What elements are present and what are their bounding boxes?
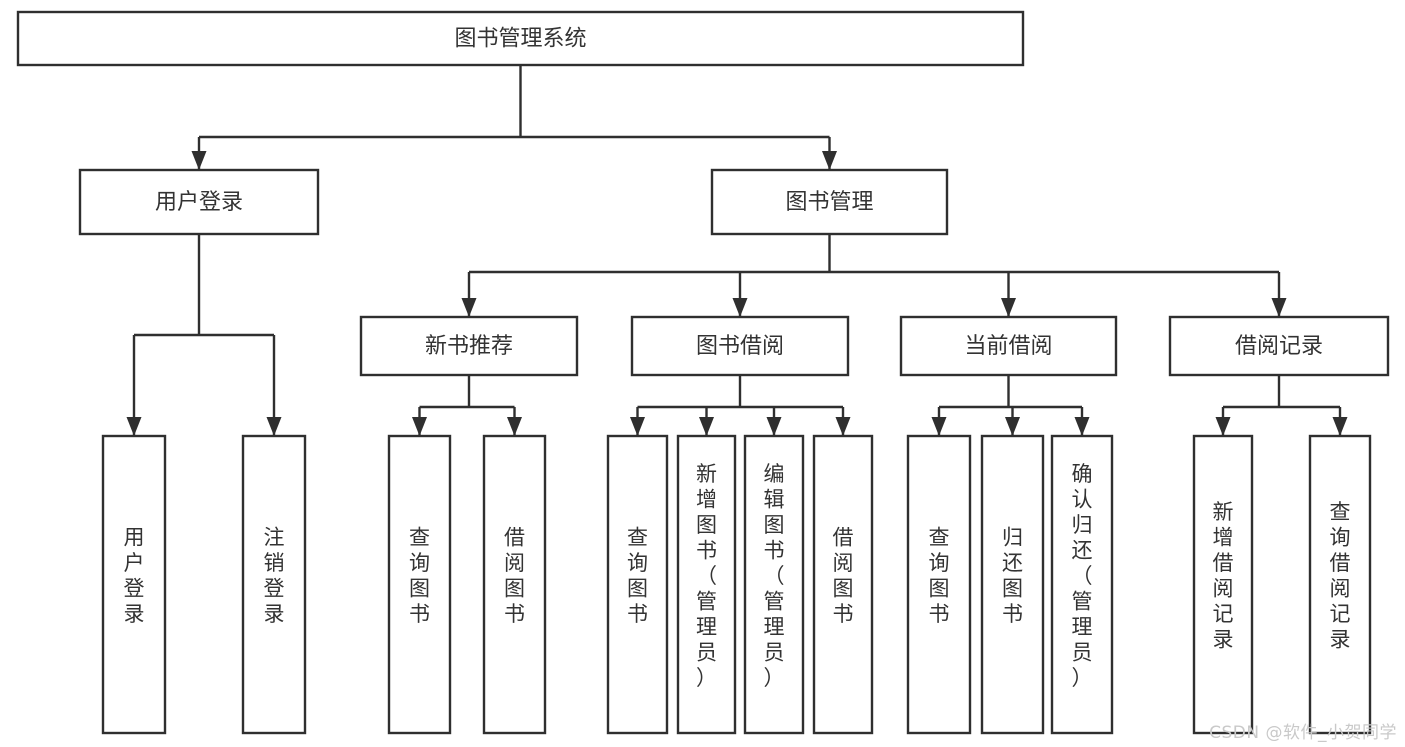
node-leaf-user-login[interactable]: 用户登录 (101, 434, 167, 735)
node-label: 新书推荐 (425, 334, 513, 359)
node-leaf-cb-confirm[interactable]: 确认归还（管理员） (1050, 434, 1114, 735)
arrow-head-icon (266, 417, 282, 436)
node-box (1168, 315, 1390, 377)
arrow-head-icon (630, 417, 645, 436)
node-box (899, 315, 1118, 377)
node-box (482, 434, 547, 735)
arrow-head-icon (461, 298, 477, 317)
node-label: 查询图书 (627, 526, 648, 627)
node-box (78, 168, 320, 236)
node-box (1308, 434, 1372, 735)
node-label: 借阅记录 (1235, 334, 1323, 359)
node-leaf-cb-return-book[interactable]: 归还图书 (980, 434, 1045, 735)
arrow-head-icon (1005, 417, 1020, 436)
node-leaf-bb-query-book[interactable]: 查询图书 (606, 434, 669, 735)
node-label: 查询图书 (929, 526, 950, 627)
node-layer: 图书管理系统用户登录图书管理新书推荐图书借阅当前借阅借阅记录用户登录注销登录查询… (16, 10, 1390, 735)
node-label: 编辑图书（管理员） (764, 462, 785, 690)
connector-layer (126, 65, 1348, 436)
arrow-head-icon (822, 151, 837, 170)
node-borrow-record[interactable]: 借阅记录 (1168, 315, 1390, 377)
node-box (1192, 434, 1254, 735)
node-user-login[interactable]: 用户登录 (78, 168, 320, 236)
arrow-head-icon (931, 417, 947, 436)
node-label: 图书管理系统 (454, 27, 586, 52)
node-box (387, 434, 452, 735)
node-root[interactable]: 图书管理系统 (16, 10, 1025, 67)
node-box (101, 434, 167, 735)
node-box (1050, 434, 1114, 735)
arrow-head-icon (412, 417, 427, 436)
arrow-head-icon (126, 417, 142, 436)
arrow-head-icon (1074, 417, 1090, 436)
node-leaf-user-logout[interactable]: 注销登录 (241, 434, 307, 735)
node-label: 确认归还（管理员） (1072, 462, 1093, 690)
node-label: 用户登录 (124, 526, 145, 627)
node-label: 新增图书（管理员） (696, 462, 717, 690)
node-label: 图书借阅 (696, 334, 784, 359)
arrow-head-icon (1001, 298, 1016, 317)
node-box (812, 434, 874, 735)
node-label: 注销登录 (264, 526, 285, 627)
node-leaf-bb-borrow-book[interactable]: 借阅图书 (812, 434, 874, 735)
node-current-borrow[interactable]: 当前借阅 (899, 315, 1118, 377)
arrow-head-icon (766, 417, 782, 436)
node-box (980, 434, 1045, 735)
node-leaf-rec-query-book[interactable]: 查询图书 (387, 434, 452, 735)
node-box (606, 434, 669, 735)
arrow-head-icon (835, 417, 851, 436)
node-label: 借阅图书 (833, 526, 854, 627)
node-box (710, 168, 949, 236)
node-label: 借阅图书 (504, 526, 525, 627)
arrow-head-icon (699, 417, 714, 436)
arrow-head-icon (732, 298, 748, 317)
node-label: 当前借阅 (964, 334, 1052, 359)
node-box (241, 434, 307, 735)
node-label: 查询图书 (409, 526, 430, 627)
arrow-head-icon (1332, 417, 1348, 436)
node-leaf-bb-add-book[interactable]: 新增图书（管理员） (676, 434, 737, 735)
node-label: 用户登录 (155, 190, 243, 215)
node-box (676, 434, 737, 735)
node-label: 查询借阅记录 (1330, 500, 1351, 652)
node-leaf-rec-borrow-book[interactable]: 借阅图书 (482, 434, 547, 735)
node-leaf-br-query-record[interactable]: 查询借阅记录 (1308, 434, 1372, 735)
node-box (630, 315, 850, 377)
node-book-borrow[interactable]: 图书借阅 (630, 315, 850, 377)
arrow-head-icon (1271, 298, 1287, 317)
node-leaf-bb-edit-book[interactable]: 编辑图书（管理员） (743, 434, 805, 735)
node-leaf-cb-query-book[interactable]: 查询图书 (906, 434, 972, 735)
node-label: 图书管理 (785, 190, 873, 215)
node-new-book-rec[interactable]: 新书推荐 (359, 315, 579, 377)
node-label: 新增借阅记录 (1213, 500, 1234, 652)
node-box (743, 434, 805, 735)
arrow-head-icon (507, 417, 522, 436)
node-label: 归还图书 (1002, 526, 1023, 627)
node-box (16, 10, 1025, 67)
node-box (359, 315, 579, 377)
node-box (906, 434, 972, 735)
arrow-head-icon (1215, 417, 1231, 436)
node-book-manage[interactable]: 图书管理 (710, 168, 949, 236)
arrow-head-icon (191, 151, 207, 170)
node-leaf-br-add-record[interactable]: 新增借阅记录 (1192, 434, 1254, 735)
